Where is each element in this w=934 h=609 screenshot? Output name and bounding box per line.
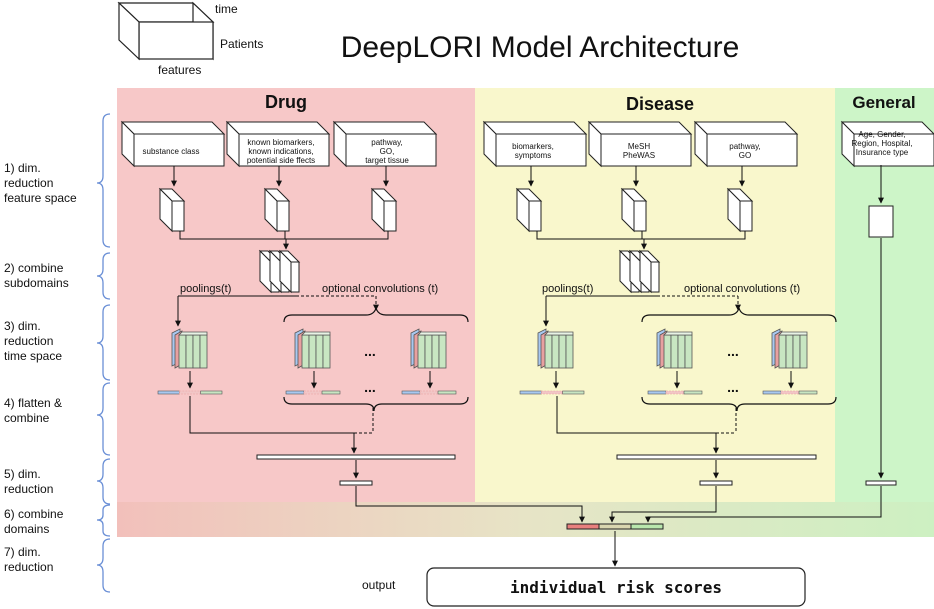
step-5-label: 5) dim.reduction [4, 467, 53, 496]
combine-domains-band [117, 502, 934, 537]
general-reduce-block [868, 205, 894, 238]
disease-combined-block-slice-3 [638, 249, 661, 294]
legend-features-label: features [158, 63, 201, 77]
disease-input-3-label: pathway,GO [729, 142, 760, 160]
drug-combined-bar [256, 454, 456, 460]
disease-reduced-bar [699, 480, 733, 486]
disease-title: Disease [626, 94, 694, 114]
drug-ellipsis-top: ... [364, 343, 376, 359]
drug-reduce-cube-2 [263, 187, 291, 233]
disease-combined-bar [616, 454, 817, 460]
disease-reduce-cube-1 [515, 187, 543, 233]
drug-conv-tensor-2 [410, 328, 447, 369]
drug-input-3-label: pathway,GO,target tissue [365, 138, 409, 165]
drug-pooling-tensor [171, 328, 208, 369]
step-7-label: 7) dim.reduction [4, 545, 53, 574]
drug-input-2-box [225, 120, 331, 168]
disease-flat-vector-3 [762, 390, 818, 395]
disease-ellipsis-bottom: ... [727, 379, 739, 395]
drug-poolings-label: poolings(t) [180, 283, 231, 295]
drug-flat-vector-1 [157, 390, 223, 395]
disease-input-2-box [587, 120, 693, 168]
disease-conv-tensor-1 [656, 328, 693, 369]
general-input-label: Age, Gender,Region, Hospital,Insurance t… [852, 130, 913, 157]
drug-input-2-label: known biomarkers,known indications,poten… [247, 138, 315, 165]
drug-input-1-label: substance class [143, 147, 200, 156]
domains-combined-bar [566, 523, 664, 530]
general-title: General [852, 93, 915, 112]
general-reduced-bar [865, 480, 897, 486]
disease-reduce-cube-3 [726, 187, 754, 233]
drug-ellipsis-bottom: ... [364, 379, 376, 395]
conv-braces [283, 305, 837, 412]
disease-flat-vector-2 [647, 390, 703, 395]
general-input-box [840, 120, 934, 168]
page-title: DeepLORI Model Architecture [341, 31, 740, 64]
drug-title: Drug [265, 92, 307, 112]
disease-poolings-label: poolings(t) [542, 283, 593, 295]
drug-input-1-box [120, 120, 226, 168]
drug-conv-tensor-1 [294, 328, 331, 369]
disease-ellipsis-top: ... [727, 343, 739, 359]
drug-combined-block-slice-3 [278, 249, 301, 294]
drug-combined-block [258, 249, 301, 294]
disease-input-3-box [693, 120, 799, 168]
output-label: output [362, 578, 396, 592]
disease-reduce-cube-2 [620, 187, 648, 233]
legend-time-label: time [215, 2, 238, 16]
drug-reduce-cube-1 [158, 187, 186, 233]
drug-input-3-box [332, 120, 438, 168]
drug-reduced-bar [339, 480, 373, 486]
step-brackets [96, 113, 111, 593]
legend-patients-label: Patients [220, 37, 263, 51]
drug-convolutions-label: optional convolutions (t) [322, 283, 438, 295]
output-box-text: individual risk scores [510, 578, 722, 597]
disease-conv-tensor-2 [771, 328, 808, 369]
drug-flat-vector-2 [285, 390, 341, 395]
drug-flat-vector-3 [401, 390, 457, 395]
legend-cube: time Patients features [117, 1, 263, 77]
output-box [426, 567, 806, 607]
disease-convolutions-label: optional convolutions (t) [684, 283, 800, 295]
connectors [171, 165, 884, 567]
disease-input-1-box [482, 120, 588, 168]
step-4-label: 4) flatten &combine [4, 396, 62, 425]
disease-input-1-label: biomarkers,symptoms [512, 142, 554, 160]
disease-pooling-tensor [537, 328, 574, 369]
disease-flat-vector-1 [519, 390, 585, 395]
disease-combined-block [618, 249, 661, 294]
drug-reduce-cube-3 [370, 187, 398, 233]
